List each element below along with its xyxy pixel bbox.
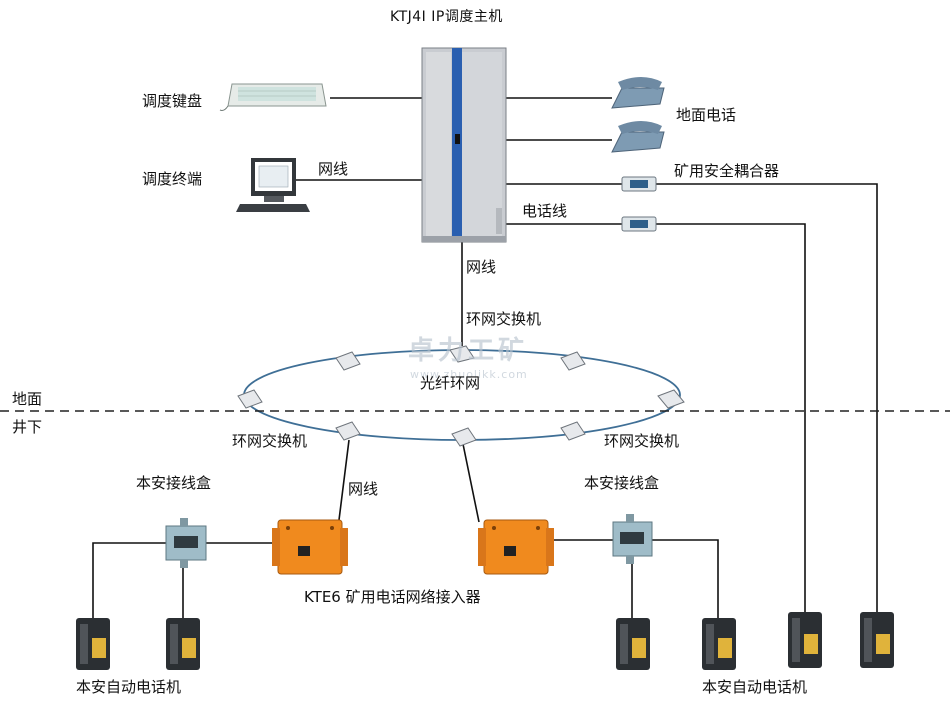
ring-switch-top-label: 环网交换机: [466, 310, 542, 328]
ground-phone-1: [611, 77, 665, 109]
ground-phone-2: [611, 121, 665, 153]
ring-switch-node: [451, 427, 477, 447]
ring-switches: [237, 345, 685, 447]
net-cable-terminal-label: 网线: [318, 160, 349, 178]
ring-switch-node: [657, 389, 685, 409]
auto-phone-left-label: 本安自动电话机: [76, 678, 182, 696]
switch-to-access-right-line: [462, 443, 480, 523]
watermark-url: www.zhuolikk.com: [410, 368, 528, 381]
host-title: KTJ4I IP调度主机: [390, 9, 503, 25]
dispatch-keyboard-label: 调度键盘: [142, 92, 203, 110]
auto-phone-6: [860, 612, 894, 668]
switch-to-access-left-line: [337, 439, 350, 529]
auto-phones: [76, 612, 894, 670]
surface-label: 地面: [12, 390, 43, 408]
watermark-logo: 卓力工矿: [408, 336, 529, 366]
ring-switch-node: [449, 345, 475, 363]
auto-phone-3: [616, 618, 650, 670]
junction-right-to-phone2-line: [652, 539, 719, 618]
safety-coupler-1: [621, 176, 657, 192]
junction-box-right: [612, 514, 653, 564]
phone-line-label: 电话线: [522, 202, 568, 220]
ring-switch-node: [335, 421, 361, 441]
auto-phone-2: [166, 618, 200, 670]
ground-phone-label: 地面电话: [676, 106, 737, 124]
underground-label: 井下: [12, 418, 43, 436]
access-device-label: KTE6 矿用电话网络接入器: [304, 588, 481, 606]
access-device-right: [478, 519, 554, 575]
junction-left-to-phone1-line: [92, 542, 166, 618]
coupler1-to-phone-line: [656, 183, 878, 612]
coupler2-to-phone-line: [656, 223, 806, 612]
auto-phone-1: [76, 618, 110, 670]
ring-switch-right-label: 环网交换机: [604, 432, 680, 450]
net-cable-access-label: 网线: [348, 480, 379, 498]
dispatch-terminal: [236, 158, 310, 212]
safety-coupler-label: 矿用安全耦合器: [674, 162, 780, 180]
ring-switch-node: [560, 421, 586, 441]
connection-lines: [92, 97, 878, 618]
ring-switch-node: [237, 389, 263, 409]
ring-switch-node: [560, 351, 586, 371]
auto-phone-right-label: 本安自动电话机: [702, 678, 808, 696]
ring-switch-left-label: 环网交换机: [232, 432, 308, 450]
safety-coupler-2: [621, 216, 657, 232]
auto-phone-4: [702, 618, 736, 670]
dispatch-host-cabinet: [421, 47, 507, 243]
auto-phone-5: [788, 612, 822, 668]
dispatch-keyboard: [219, 83, 327, 111]
access-device-left: [272, 519, 348, 575]
junction-box-right-label: 本安接线盒: [584, 474, 660, 492]
dispatch-terminal-label: 调度终端: [142, 170, 203, 188]
junction-box-left: [165, 518, 207, 568]
net-cable-host-label: 网线: [466, 258, 497, 276]
junction-box-left-label: 本安接线盒: [136, 474, 212, 492]
fiber-ring-label: 光纤环网: [420, 374, 481, 392]
ring-switch-node: [335, 351, 361, 371]
